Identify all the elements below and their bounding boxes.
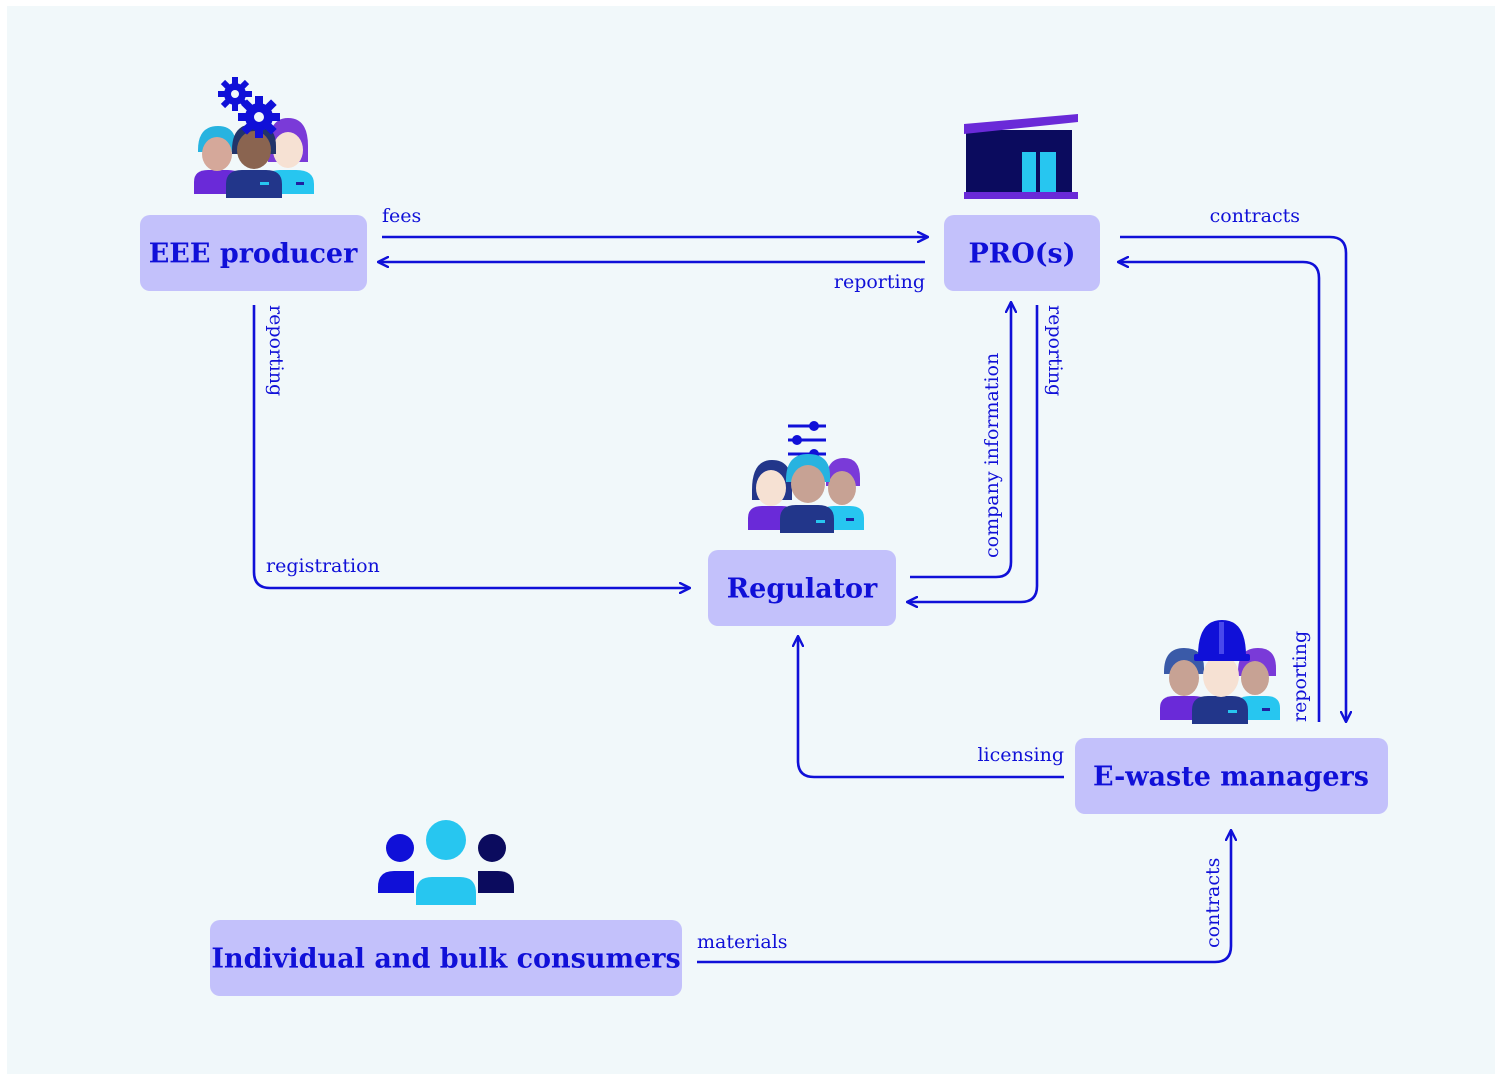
group-icon (378, 820, 514, 905)
label-fees: fees (382, 205, 421, 227)
label-licensing: licensing (977, 744, 1064, 766)
node-regulator-label: Regulator (727, 574, 878, 605)
node-regulator[interactable]: Regulator (708, 550, 896, 626)
label-contracts-pro-ewaste: contracts (1210, 205, 1300, 227)
label-company-information: company information (981, 353, 1003, 558)
node-ewaste-managers[interactable]: E-waste managers (1075, 738, 1388, 814)
label-reporting-producer: reporting (265, 305, 287, 396)
label-reporting-pro: reporting (1044, 305, 1066, 396)
label-reporting-pro-to-producer: reporting (834, 271, 925, 293)
node-consumers-label: Individual and bulk consumers (211, 944, 680, 975)
node-pros-label: PRO(s) (968, 239, 1075, 270)
edge-labels: fees reporting contracts reporting regis… (265, 205, 1311, 953)
edge-contracts-pro-to-ewaste (1120, 235, 1346, 722)
node-consumers[interactable]: Individual and bulk consumers (210, 920, 682, 996)
edge-company-information (910, 302, 1011, 579)
edge-licensing (798, 636, 1064, 779)
edges (252, 235, 1346, 964)
edge-reporting-ewaste-to-pro (1118, 262, 1321, 722)
label-materials: materials (697, 931, 788, 953)
node-ewaste-managers-label: E-waste managers (1093, 762, 1369, 793)
edge-producer-to-regulator (252, 305, 690, 588)
label-contracts-consumers: contracts (1202, 858, 1224, 948)
building-icon (964, 114, 1078, 199)
workers-with-hardhat-icon (1160, 620, 1280, 724)
edge-materials-contracts (697, 830, 1231, 964)
edge-reporting-pro-to-regulator (907, 305, 1039, 602)
node-pros[interactable]: PRO(s) (944, 215, 1100, 291)
node-eee-producer-label: EEE producer (149, 239, 358, 270)
node-eee-producer[interactable]: EEE producer (140, 215, 367, 291)
people-with-gears-icon (194, 77, 314, 198)
people-with-sliders-icon (748, 421, 864, 533)
label-reporting-ewaste: reporting (1289, 631, 1311, 722)
label-registration: registration (266, 555, 380, 577)
